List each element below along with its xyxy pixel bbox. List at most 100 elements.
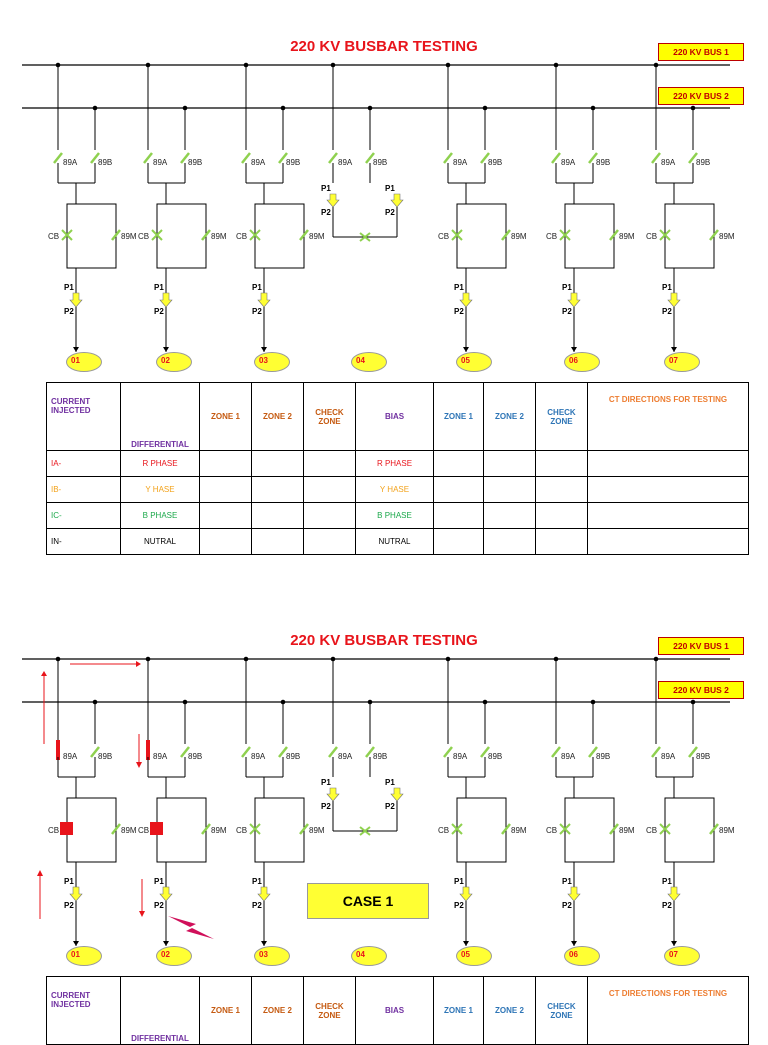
table-cell: NUTRAL bbox=[120, 528, 200, 555]
ct-p1-label: P1 bbox=[252, 283, 262, 292]
ct-p2-label: P2 bbox=[154, 901, 164, 910]
isolator-89a-label: 89A bbox=[251, 752, 266, 761]
table-cell bbox=[483, 476, 536, 503]
ct-p2-label: P2 bbox=[662, 901, 672, 910]
feeder-bubble: 07 bbox=[664, 352, 700, 372]
isolator-89b bbox=[365, 746, 375, 758]
ct-p2-label: P2 bbox=[562, 901, 572, 910]
feeder-number: 01 bbox=[71, 950, 80, 959]
ct-p1-label: P1 bbox=[562, 283, 572, 292]
isolator-89a-label: 89A bbox=[153, 158, 168, 167]
table-cell bbox=[251, 476, 304, 503]
bypass-89m-label: 89M bbox=[121, 826, 137, 835]
ct-arrow bbox=[69, 292, 83, 308]
isolator-89b-label: 89B bbox=[373, 752, 388, 761]
table-header-cell: ZONE 1 bbox=[433, 382, 484, 451]
isolator-89b bbox=[278, 746, 288, 758]
bypass-89m bbox=[501, 229, 511, 241]
single-line-diagram bbox=[22, 656, 730, 946]
isolator-89b bbox=[588, 152, 598, 164]
isolator-89b bbox=[588, 746, 598, 758]
ct-p1-label: P1 bbox=[154, 877, 164, 886]
coupler-cb bbox=[359, 232, 371, 242]
isolator-89a-label: 89A bbox=[338, 158, 353, 167]
feeder-arrowhead bbox=[73, 941, 79, 946]
feeder-bubble: 05 bbox=[456, 352, 492, 372]
ct-p1-label: P1 bbox=[64, 283, 74, 292]
table-cell bbox=[303, 476, 356, 503]
cb-label: CB bbox=[236, 826, 248, 835]
cb-label: CB bbox=[48, 232, 60, 241]
ct-arrow bbox=[69, 886, 83, 902]
cb-bypass-loop bbox=[254, 797, 305, 863]
cb-bypass-loop bbox=[664, 797, 715, 863]
table-cell: Y HASE bbox=[120, 476, 200, 503]
feeder-number: 06 bbox=[569, 950, 578, 959]
current-flow-arrowhead bbox=[37, 870, 43, 876]
table-cell bbox=[303, 528, 356, 555]
ct-p1-label: P1 bbox=[252, 877, 262, 886]
case-label: CASE 1 bbox=[307, 883, 429, 919]
isolator-89b bbox=[180, 746, 190, 758]
ct-p2-label: P2 bbox=[321, 208, 331, 217]
isolator-89a-label: 89A bbox=[63, 752, 78, 761]
table-cell bbox=[251, 502, 304, 529]
feeder-bubble: 02 bbox=[156, 946, 192, 966]
feeder-arrowhead bbox=[571, 941, 577, 946]
table-cell bbox=[483, 502, 536, 529]
table-header-cell: ZONE 1 bbox=[199, 976, 252, 1045]
isolator-89a bbox=[143, 152, 153, 164]
diagram-panel-1: 220 KV BUSBAR TESTING 220 KV BUS 1 220 K… bbox=[0, 0, 768, 380]
table-header-cell: ZONE 1 bbox=[199, 382, 252, 451]
isolator-89b-label: 89B bbox=[98, 158, 113, 167]
table-cell bbox=[535, 502, 588, 529]
page-title: 220 KV BUSBAR TESTING bbox=[290, 632, 478, 649]
isolator-89a-label: 89A bbox=[153, 752, 168, 761]
ct-p2-label: P2 bbox=[662, 307, 672, 316]
feeder-bubble: 06 bbox=[564, 946, 600, 966]
table-cell bbox=[251, 450, 304, 477]
isolator-89a-label: 89A bbox=[661, 158, 676, 167]
isolator-89b bbox=[480, 746, 490, 758]
ct-arrow bbox=[159, 886, 173, 902]
bypass-89m bbox=[201, 823, 211, 835]
feeder-arrowhead bbox=[463, 941, 469, 946]
isolator-89a bbox=[443, 746, 453, 758]
table-header-cell: CT DIRECTIONS FOR TESTING bbox=[587, 976, 749, 1045]
ct-arrow bbox=[257, 292, 271, 308]
table-header-cell: ZONE 2 bbox=[251, 976, 304, 1045]
isolator-89b bbox=[365, 152, 375, 164]
circuit-breaker bbox=[659, 229, 671, 241]
cb-label: CB bbox=[546, 232, 558, 241]
isolator-89b-label: 89B bbox=[98, 752, 113, 761]
feeder-bubble: 02 bbox=[156, 352, 192, 372]
bypass-89m bbox=[709, 823, 719, 835]
isolator-89a bbox=[443, 152, 453, 164]
ct-p1-label: P1 bbox=[385, 184, 395, 193]
isolator-89b-label: 89B bbox=[596, 158, 611, 167]
feeder-number: 02 bbox=[161, 950, 170, 959]
table-cell bbox=[433, 450, 484, 477]
bypass-89m-label: 89M bbox=[211, 232, 227, 241]
isolator-89a bbox=[53, 152, 63, 164]
circuit-breaker bbox=[249, 823, 261, 835]
feeder-number: 07 bbox=[669, 356, 678, 365]
ct-arrow bbox=[459, 886, 473, 902]
circuit-breaker bbox=[559, 229, 571, 241]
bypass-89m-label: 89M bbox=[309, 826, 325, 835]
ct-p1-label: P1 bbox=[385, 778, 395, 787]
cb-bypass-loop bbox=[254, 203, 305, 269]
table-cell: R PHASE bbox=[120, 450, 200, 477]
current-flow-arrowhead bbox=[136, 762, 142, 768]
table-cell bbox=[535, 450, 588, 477]
bus2-label: 220 KV BUS 2 bbox=[658, 681, 744, 699]
cb-bypass-loop bbox=[456, 797, 507, 863]
ct-p2-label: P2 bbox=[562, 307, 572, 316]
ct-p2-label: P2 bbox=[154, 307, 164, 316]
feeder-number: 02 bbox=[161, 356, 170, 365]
